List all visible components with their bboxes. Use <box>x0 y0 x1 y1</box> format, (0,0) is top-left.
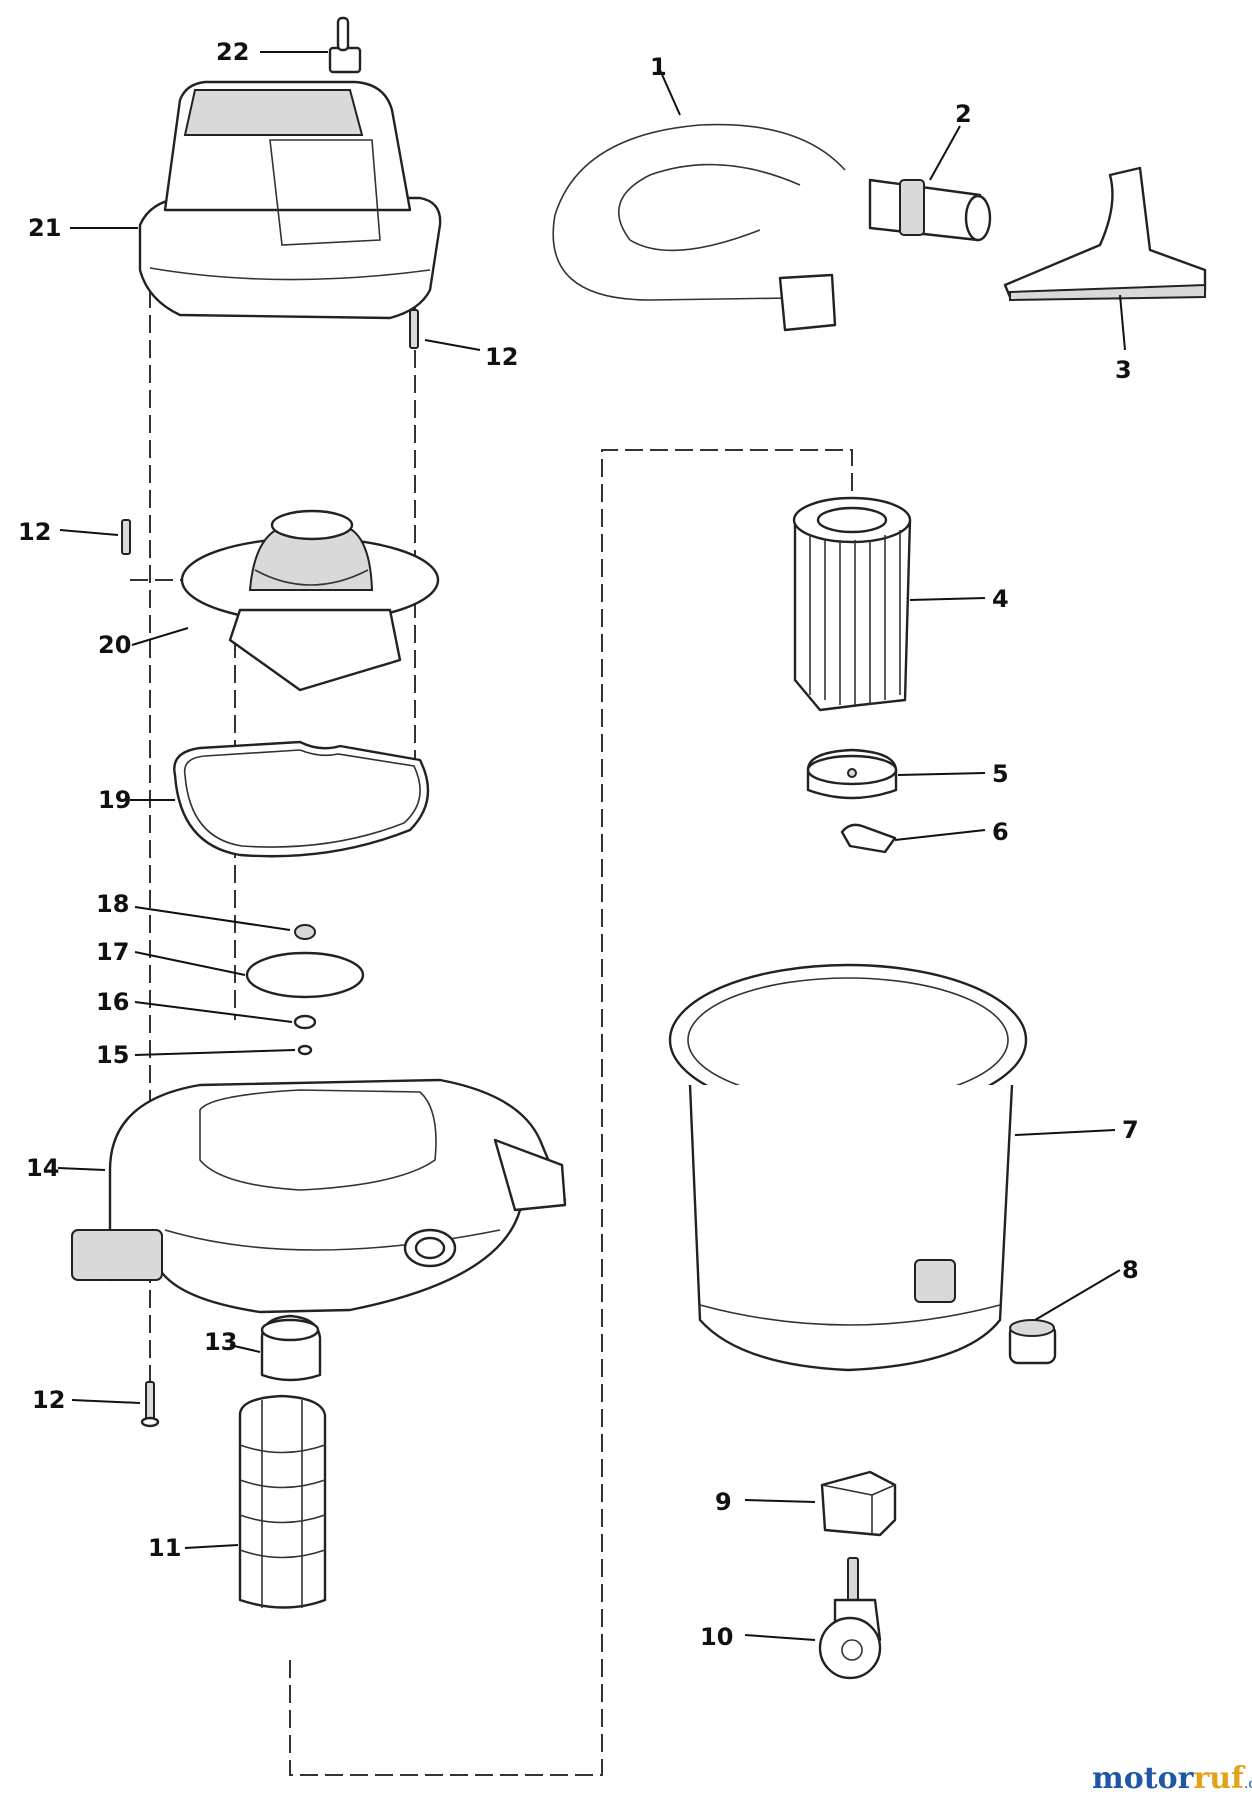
part-9-caster-socket <box>820 1470 897 1537</box>
callout-4: 4 <box>992 585 1009 613</box>
callout-13: 13 <box>204 1328 237 1356</box>
watermark-tld: .de <box>1244 1776 1252 1792</box>
part-6-clip <box>840 823 897 854</box>
callout-12-bottom: 12 <box>32 1386 65 1414</box>
part-10-caster <box>818 1557 882 1680</box>
callout-9: 9 <box>715 1488 732 1516</box>
watermark-brand-main: motor <box>1092 1761 1195 1796</box>
callout-19: 19 <box>98 786 131 814</box>
callout-12-top: 12 <box>485 343 518 371</box>
part-15-small-nut <box>297 1044 313 1056</box>
callout-8: 8 <box>1122 1256 1139 1284</box>
callout-14: 14 <box>26 1154 59 1182</box>
leader-lines <box>57 51 1126 1641</box>
callout-22: 22 <box>216 38 249 66</box>
part-4-pleated-filter <box>792 496 912 712</box>
callout-3: 3 <box>1115 356 1132 384</box>
part-12-screw-bottom <box>140 1381 160 1428</box>
callout-15: 15 <box>96 1041 129 1069</box>
svg-text:motorruf.de: motorruf.de <box>1092 1761 1252 1796</box>
part-19-gasket <box>173 740 430 858</box>
part-18-nut <box>294 924 316 940</box>
part-12-screw-left <box>121 519 131 555</box>
callout-12-left: 12 <box>18 518 51 546</box>
part-7-tank <box>668 963 1028 1372</box>
part-12-screw-top <box>409 309 419 349</box>
part-16-washer <box>293 1014 317 1030</box>
part-14-lid <box>71 1078 567 1314</box>
part-21-motor-cover <box>138 80 442 320</box>
callout-6: 6 <box>992 818 1009 846</box>
callout-2: 2 <box>955 100 972 128</box>
callout-11: 11 <box>148 1534 181 1562</box>
watermark-brand-accent: uf <box>1209 1761 1246 1796</box>
part-5-filter-cap <box>806 748 898 800</box>
part-20-motor-assembly <box>180 509 440 692</box>
callout-16: 16 <box>96 988 129 1016</box>
part-17-float-disc <box>245 951 365 999</box>
callout-5: 5 <box>992 760 1009 788</box>
callout-20: 20 <box>98 631 131 659</box>
callout-7: 7 <box>1122 1116 1139 1144</box>
part-3-nozzle <box>1003 166 1207 302</box>
watermark-brand-r: r <box>1193 1761 1210 1796</box>
callout-1: 1 <box>650 53 667 81</box>
callout-labels: 22 21 12 12 20 19 18 17 16 15 14 13 12 1… <box>18 38 1139 1651</box>
part-13-cap <box>260 1314 322 1382</box>
part-2-adapter <box>868 178 992 242</box>
watermark-logo: motorruf.de <box>1092 1761 1252 1796</box>
callout-17: 17 <box>96 938 129 966</box>
part-8-drain-cap <box>1008 1319 1057 1365</box>
callout-18: 18 <box>96 890 129 918</box>
callout-21: 21 <box>28 214 61 242</box>
part-1-hose <box>552 123 846 332</box>
part-11-filter-cage <box>238 1394 327 1609</box>
callout-10: 10 <box>700 1623 733 1651</box>
part-22-switch <box>328 16 362 74</box>
